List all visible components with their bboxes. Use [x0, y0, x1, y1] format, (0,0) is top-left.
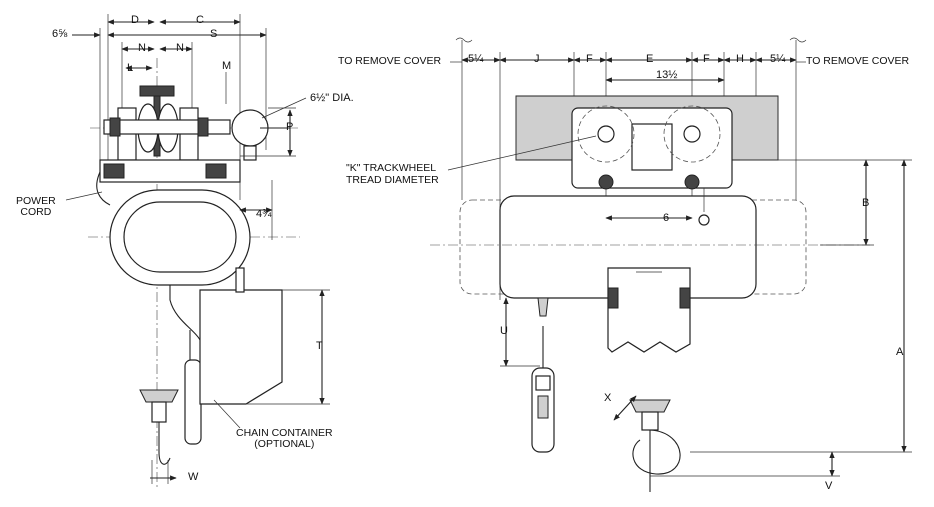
- dim-6: 6: [663, 212, 670, 224]
- to-remove-cover-right: TO REMOVE COVER: [806, 55, 910, 67]
- power-cord-callout: POWER CORD: [16, 195, 56, 218]
- trackwheel-callout: "K" TRACKWHEEL TREAD DIAMETER: [346, 162, 439, 186]
- chain-container-callout: CHAIN CONTAINER (OPTIONAL): [236, 427, 333, 450]
- dim-V: V: [825, 480, 833, 492]
- dim-F-left: F: [586, 53, 593, 65]
- dim-6-5-8: 6⅝: [52, 28, 68, 40]
- dim-4-3-4: 4¾: [256, 208, 272, 220]
- side-view: [65, 14, 330, 490]
- dim-6-1-2-dia: 6½" DIA.: [310, 92, 354, 104]
- to-remove-cover-left: TO REMOVE COVER: [338, 55, 442, 67]
- dim-13-1-2: 13½: [656, 69, 678, 81]
- dim-B: B: [862, 197, 870, 209]
- dim-E: E: [646, 53, 654, 65]
- dim-S: S: [210, 28, 218, 40]
- dim-F-right: F: [703, 53, 710, 65]
- dim-N-left: N: [138, 42, 146, 54]
- dim-L: L: [127, 62, 134, 74]
- dim-X: X: [604, 392, 612, 404]
- dim-C: C: [196, 14, 204, 26]
- dim-5-1-4-right: 5¼: [770, 53, 786, 65]
- dim-N-right: N: [176, 42, 184, 54]
- dim-M: M: [222, 60, 232, 72]
- dim-A: A: [896, 346, 904, 358]
- dim-T: T: [316, 340, 323, 352]
- dim-D: D: [131, 14, 139, 26]
- dim-W: W: [188, 471, 199, 483]
- dim-H: H: [736, 53, 744, 65]
- dim-U: U: [500, 325, 508, 337]
- front-view: [430, 37, 912, 492]
- dim-5-1-4-left: 5¼: [468, 53, 484, 65]
- dim-J: J: [534, 53, 540, 65]
- dim-P: P: [286, 121, 294, 133]
